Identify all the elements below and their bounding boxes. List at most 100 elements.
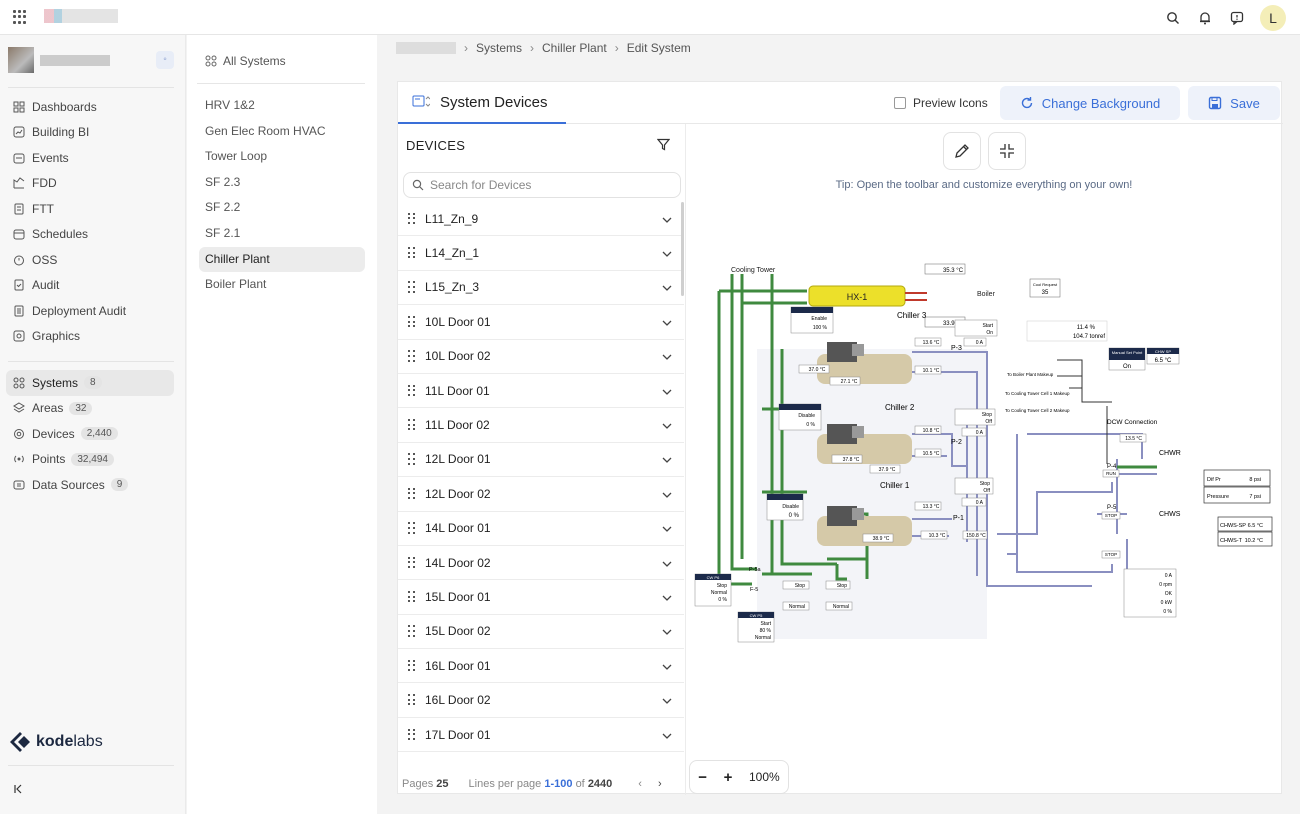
chevron-down-icon[interactable] (662, 556, 672, 570)
nav-ftt[interactable]: FTT (6, 196, 174, 222)
system-item[interactable]: Boiler Plant (205, 277, 267, 292)
change-background-button[interactable]: Change Background (1000, 86, 1180, 120)
org-badge[interactable]: ◦ (156, 51, 174, 69)
nav-events[interactable]: Events (6, 145, 174, 171)
device-row[interactable]: L15_Zn_3 (398, 271, 684, 306)
device-row[interactable]: 16L Door 01 (398, 649, 684, 684)
device-row[interactable]: 12L Door 01 (398, 443, 684, 478)
device-row[interactable]: 17L Door 01 (398, 718, 684, 753)
device-row[interactable]: L14_Zn_1 (398, 236, 684, 271)
drag-handle-icon[interactable] (408, 453, 415, 465)
collapse-sidebar-icon[interactable] (14, 783, 24, 797)
zoom-out-button[interactable]: − (698, 768, 708, 786)
chevron-down-icon[interactable] (662, 452, 672, 466)
chevron-down-icon[interactable] (662, 384, 672, 398)
drag-handle-icon[interactable] (408, 350, 415, 362)
nav-audit[interactable]: Audit (6, 273, 174, 299)
drag-handle-icon[interactable] (408, 384, 415, 397)
system-item[interactable]: Gen Elec Room HVAC (205, 123, 326, 138)
chevron-down-icon[interactable] (662, 590, 672, 604)
drag-handle-icon[interactable] (408, 522, 415, 534)
chevron-down-icon[interactable] (662, 624, 672, 638)
system-item-active[interactable]: Chiller Plant (199, 246, 365, 273)
system-item[interactable]: SF 2.2 (205, 200, 241, 215)
diagram-canvas[interactable]: Tip: Open the toolbar and customize ever… (687, 124, 1281, 794)
chevron-down-icon[interactable] (662, 280, 672, 294)
avatar[interactable]: L (1260, 5, 1286, 31)
chevron-down-icon[interactable] (662, 315, 672, 329)
device-row[interactable]: 14L Door 02 (398, 546, 684, 581)
preview-icons-toggle[interactable]: Preview Icons (894, 96, 988, 110)
drag-handle-icon[interactable] (408, 247, 415, 259)
system-item[interactable]: SF 2.3 (205, 174, 241, 189)
breadcrumb-chiller-plant[interactable]: Chiller Plant (542, 41, 607, 55)
system-item[interactable]: Tower Loop (205, 149, 268, 164)
drag-handle-icon[interactable] (408, 212, 415, 225)
breadcrumb-root[interactable] (396, 42, 456, 54)
system-item[interactable]: SF 2.1 (205, 225, 241, 240)
chevron-down-icon[interactable] (662, 728, 672, 742)
chiller-3[interactable]: Chiller 3 (817, 311, 927, 384)
drag-handle-icon[interactable] (408, 728, 415, 741)
chevron-down-icon[interactable] (662, 246, 672, 260)
nav-deployment-audit[interactable]: Deployment Audit (6, 298, 174, 324)
nav-schedules[interactable]: Schedules (6, 222, 174, 248)
device-row[interactable]: 15L Door 01 (398, 580, 684, 615)
device-row[interactable]: 17L Door 02 (398, 752, 684, 763)
nav-fdd[interactable]: FDD (6, 171, 174, 197)
chevron-down-icon[interactable] (662, 212, 672, 226)
chevron-down-icon[interactable] (662, 487, 672, 501)
drag-handle-icon[interactable] (408, 315, 415, 328)
nav-graphics[interactable]: Graphics (6, 324, 174, 350)
page-range[interactable]: 1-100 (544, 778, 573, 790)
feedback-icon[interactable] (1228, 9, 1246, 27)
drag-handle-icon[interactable] (408, 487, 415, 500)
device-row[interactable]: 16L Door 02 (398, 683, 684, 718)
drag-handle-icon[interactable] (408, 625, 415, 637)
nav-building-bi[interactable]: Building BI (6, 120, 174, 146)
device-row[interactable]: 10L Door 01 (398, 305, 684, 340)
chevron-down-icon[interactable] (662, 693, 672, 707)
edit-button[interactable] (943, 132, 981, 170)
system-item[interactable]: HRV 1&2 (205, 98, 255, 112)
device-row[interactable]: 15L Door 02 (398, 615, 684, 650)
drag-handle-icon[interactable] (408, 694, 415, 706)
device-row[interactable]: 11L Door 02 (398, 408, 684, 443)
device-row[interactable]: 14L Door 01 (398, 512, 684, 546)
device-row[interactable]: 11L Door 01 (398, 374, 684, 409)
drag-handle-icon[interactable] (408, 659, 415, 672)
bell-icon[interactable] (1196, 9, 1214, 27)
prev-page-icon[interactable]: ‹ (638, 778, 642, 790)
all-systems-link[interactable]: All Systems (205, 54, 286, 68)
zoom-in-button[interactable]: + (723, 768, 733, 786)
preview-icons-checkbox[interactable] (894, 97, 906, 109)
chevron-down-icon[interactable] (662, 418, 672, 432)
filter-icon[interactable] (656, 138, 671, 154)
device-list-scrollbar[interactable] (681, 202, 684, 296)
app-logo[interactable] (44, 9, 118, 23)
next-page-icon[interactable]: › (657, 778, 662, 790)
device-row[interactable]: L11_Zn_9 (398, 202, 684, 237)
chevron-down-icon[interactable] (662, 521, 672, 535)
chevron-down-icon[interactable] (662, 659, 672, 673)
device-search-input[interactable] (430, 178, 670, 192)
tab-system-devices[interactable]: System Devices (398, 82, 566, 124)
collapse-toolbar-button[interactable] (988, 132, 1026, 170)
device-row[interactable]: 12L Door 02 (398, 477, 684, 512)
search-icon[interactable] (1164, 9, 1182, 27)
device-row[interactable]: 10L Door 02 (398, 340, 684, 374)
drag-handle-icon[interactable] (408, 281, 415, 293)
chevron-down-icon[interactable] (662, 349, 672, 363)
save-button[interactable]: Save (1188, 86, 1280, 120)
drag-handle-icon[interactable] (408, 419, 415, 431)
org-switcher[interactable]: ◦ (8, 45, 174, 75)
grid-icon[interactable] (13, 10, 27, 24)
nav-oss[interactable]: OSS (6, 247, 174, 273)
drag-handle-icon[interactable] (408, 590, 415, 603)
breadcrumb-systems[interactable]: Systems (476, 41, 523, 55)
